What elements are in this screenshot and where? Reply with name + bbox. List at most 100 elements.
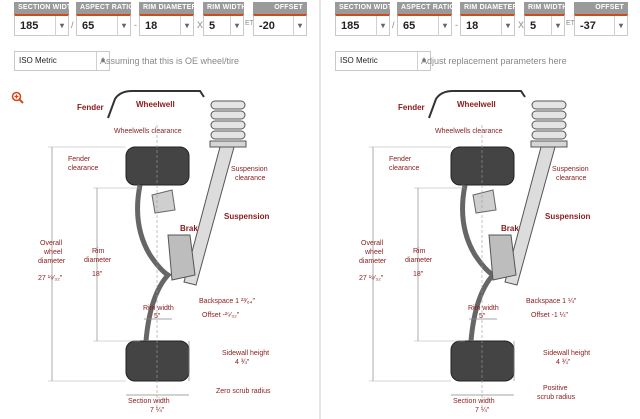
et-separator: ET	[245, 20, 254, 27]
hint-text: Adjust replacement parameters here	[421, 56, 567, 66]
dash-separator: -	[455, 20, 458, 30]
aspect-ratio-label: ASPECT RATIO	[397, 2, 452, 14]
section-width-value-text: 7 ¼"	[150, 407, 165, 414]
section-width-field[interactable]: SECTION WIDTH 185▾	[14, 2, 69, 36]
overall-diameter-value: 27 ¹⁹⁄₃₂"	[359, 275, 384, 282]
overall-diameter-label-3: diameter	[359, 258, 387, 265]
aspect-ratio-label: ASPECT RATIO	[76, 2, 131, 14]
rim-profile	[460, 184, 517, 342]
offset-label: OFFSET	[574, 2, 628, 14]
wheelwell-label: Wheelwell	[457, 100, 496, 109]
rim-width-value-text: 5"	[479, 313, 486, 320]
panel-divider	[319, 0, 321, 419]
aspect-ratio-field[interactable]: ASPECT RATIO 65 ▾	[76, 2, 131, 36]
suspension-spring	[504, 100, 568, 286]
tire-size-fields: SECTION WIDTH 185▾ / ASPECT RATIO 65▾ - …	[0, 0, 319, 44]
aspect-ratio-field[interactable]: ASPECT RATIO 65 ▾	[397, 2, 452, 36]
chevron-down-icon[interactable]: ▾	[376, 16, 389, 36]
fender-shape	[107, 90, 205, 119]
standard-select[interactable]: ISO Metric ▾	[14, 51, 110, 71]
standard-select-value: ISO Metric	[19, 56, 57, 65]
hint-text: Assuming that this is OE wheel/tire	[100, 56, 240, 66]
rim-diameter-label: RIM DIAMETER	[139, 2, 194, 14]
rim-diameter-value: 18	[466, 20, 479, 32]
rim-diameter-label-1: Rim	[413, 248, 426, 255]
chevron-down-icon: ▾	[96, 52, 109, 70]
section-width-label: SECTION WIDTH	[335, 2, 390, 14]
slash-separator: /	[71, 20, 74, 30]
chevron-down-icon[interactable]: ▾	[501, 16, 514, 36]
offset-note-label: Offset -1 ¼"	[531, 312, 568, 319]
offset-value: -20	[259, 20, 275, 32]
section-width-text: Section width	[128, 398, 170, 405]
lower-tire	[450, 340, 515, 382]
offset-field[interactable]: OFFSET -37 ▾	[574, 2, 628, 36]
suspension-label: Suspension	[545, 212, 590, 221]
slash-separator: /	[392, 20, 395, 30]
offset-value: -37	[580, 20, 596, 32]
fender-label: Fender	[398, 103, 425, 112]
scrub-radius-label-1: Positive	[543, 385, 568, 392]
wheelwells-clearance-label: Wheelwells clearance	[435, 128, 503, 135]
chevron-down-icon[interactable]: ▾	[614, 16, 627, 36]
chevron-down-icon[interactable]: ▾	[551, 16, 564, 36]
rim-diameter-value-text: 18"	[413, 271, 424, 278]
offset-note-label: Offset -²⁵⁄₃₂"	[202, 312, 240, 319]
left-panel: SECTION WIDTH 185▾ / ASPECT RATIO 65▾ - …	[0, 0, 319, 419]
overall-diameter-label-3: diameter	[38, 258, 66, 265]
dimension-lines	[369, 125, 515, 410]
fender-clearance-label-2: clearance	[68, 165, 98, 172]
scrub-radius-label-2: scrub radius	[537, 394, 576, 401]
section-width-text: Section width	[453, 398, 495, 405]
fender-clearance-label-1: Fender	[68, 156, 91, 163]
chevron-down-icon[interactable]: ▾	[180, 16, 193, 36]
chevron-down-icon[interactable]: ▾	[117, 16, 130, 36]
wheelwells-clearance-label: Wheelwells clearance	[114, 128, 182, 135]
upper-tire	[125, 146, 190, 186]
rim-profile	[135, 184, 196, 342]
aspect-ratio-value: 65	[403, 20, 416, 32]
overall-diameter-label-1: Overall	[40, 240, 63, 247]
rim-width-field[interactable]: RIM WIDTH 5▾	[203, 2, 244, 36]
rim-width-text: Rim width	[468, 305, 499, 312]
sidewall-label: Sidewall height	[543, 350, 590, 357]
rim-diameter-label-2: diameter	[405, 257, 433, 264]
upper-tire	[450, 146, 515, 186]
brake-label: Brak	[180, 224, 198, 233]
fender-clearance-label-2: clearance	[389, 165, 419, 172]
et-separator: ET	[566, 20, 575, 27]
overall-diameter-label-1: Overall	[361, 240, 384, 247]
backspace-label: Backspace 1 ¼"	[526, 298, 577, 305]
rim-width-label: RIM WIDTH	[203, 2, 244, 14]
fender-shape	[428, 90, 526, 119]
rim-diameter-field[interactable]: RIM DIAMETER 18▾	[460, 2, 515, 36]
wheelwell-label: Wheelwell	[136, 100, 175, 109]
overall-diameter-value: 27 ¹⁹⁄₃₂"	[38, 275, 63, 282]
rim-diameter-value: 18	[145, 20, 158, 32]
suspension-spring	[183, 100, 247, 286]
standard-select[interactable]: ISO Metric▾	[335, 51, 431, 71]
rim-width-value-text: 5"	[154, 313, 161, 320]
section-width-field[interactable]: SECTION WIDTH 185 ▾	[335, 2, 390, 36]
suspension-clearance-label-2: clearance	[235, 175, 265, 182]
section-width-value-text: 7 ¼"	[475, 407, 490, 414]
rim-width-value: 5	[530, 20, 537, 32]
offset-field[interactable]: OFFSET -20 ▾	[253, 2, 307, 36]
wheel-fitment-diagram: Fender Wheelwell Wheelwells clearance Su…	[359, 90, 590, 414]
chevron-down-icon[interactable]: ▾	[230, 16, 243, 36]
rim-width-field[interactable]: RIM WIDTH 5▾	[524, 2, 565, 36]
aspect-ratio-value: 65	[82, 20, 95, 32]
tire-size-fields: SECTION WIDTH 185▾ / ASPECT RATIO 65▾ - …	[321, 0, 640, 44]
rim-diameter-field[interactable]: RIM DIAMETER 18 ▾	[139, 2, 194, 36]
section-width-label: SECTION WIDTH	[14, 2, 69, 14]
standard-select-value: ISO Metric	[340, 56, 378, 65]
offset-label: OFFSET	[253, 2, 307, 14]
zoom-in-icon[interactable]	[11, 91, 24, 104]
rim-diameter-label-1: Rim	[92, 248, 105, 255]
x-separator: X	[518, 20, 525, 30]
chevron-down-icon[interactable]: ▾	[293, 16, 306, 36]
section-width-value: 185	[341, 20, 360, 32]
sidewall-value: 4 ¾"	[556, 359, 571, 366]
chevron-down-icon[interactable]: ▾	[438, 16, 451, 36]
chevron-down-icon[interactable]: ▾	[55, 16, 68, 36]
